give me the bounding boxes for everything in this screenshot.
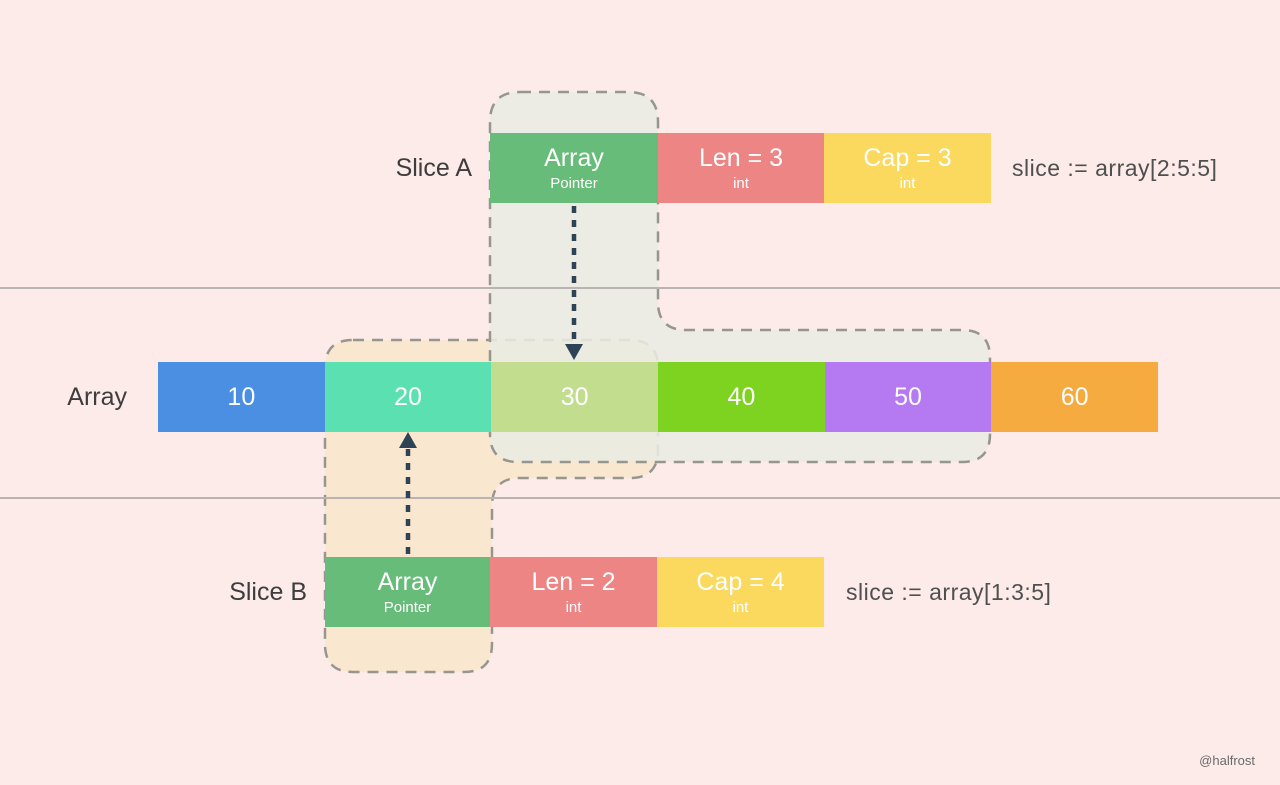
slice-a-cap-subtitle: int [899,174,916,192]
slice-a-len-block: Len = 3 int [658,133,824,203]
array-element-value: 60 [1060,382,1089,411]
slice-b-len-subtitle: int [565,598,582,616]
slice-a-cap-block: Cap = 3 int [824,133,991,203]
slice-a-len-subtitle: int [733,174,749,192]
array-element-value: 40 [727,382,756,411]
slice-a-len-title: Len = 3 [698,144,784,172]
slice-b-label: Slice B [229,577,307,606]
slice-a-pointer-block: Array Pointer [490,133,658,203]
slice-b-arrowhead-icon [399,432,417,448]
slice-a-pointer-subtitle: Pointer [550,174,598,192]
slice-b-len-block: Len = 2 int [490,557,657,627]
array-element-value: 10 [227,382,256,411]
array-element: 30 [491,362,659,432]
array-element-value: 50 [894,382,922,411]
array-element: 50 [824,362,992,432]
watermark: @halfrost [1199,753,1255,768]
slice-b-code: slice := array[1:3:5] [846,578,1052,605]
slice-b-cap-subtitle: int [732,598,749,616]
slice-a-arrowhead-icon [565,344,583,360]
slice-b-cap-title: Cap = 4 [696,568,785,596]
array-element: 20 [324,362,492,432]
slice-a-pointer-title: Array [544,144,604,172]
slice-b-cap-block: Cap = 4 int [657,557,824,627]
array-element-value: 30 [560,382,589,411]
slice-a-label: Slice A [395,153,472,182]
slice-b-pointer-block: Array Pointer [325,557,490,627]
array-row: 10 20 30 40 50 60 [158,362,1159,432]
array-element: 10 [158,362,325,432]
array-element: 60 [991,362,1159,432]
slice-a-cap-title: Cap = 3 [863,144,952,172]
array-element-value: 20 [394,382,422,411]
slice-b-pointer-subtitle: Pointer [383,598,432,616]
array-element: 40 [658,362,825,432]
slice-a-code: slice := array[2:5:5] [1012,154,1218,181]
slice-b-len-title: Len = 2 [531,568,616,596]
array-label: Array [67,382,127,411]
slice-b-pointer-title: Array [377,568,438,596]
